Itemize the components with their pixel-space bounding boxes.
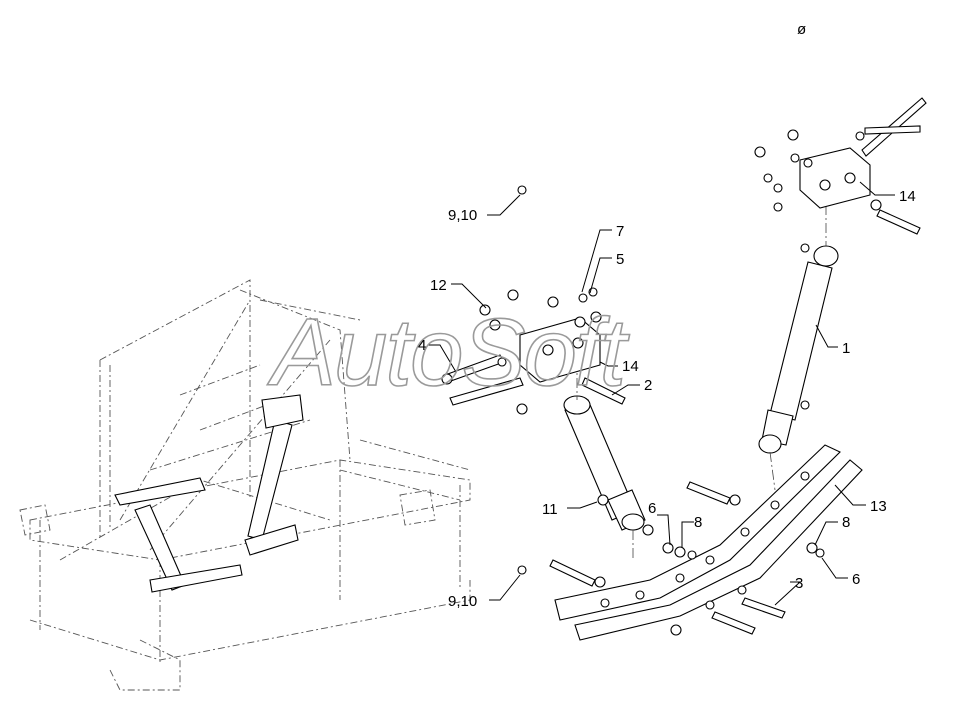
callout-5: 5 bbox=[616, 251, 624, 268]
callout-7: 7 bbox=[616, 223, 624, 240]
callout-12: 12 bbox=[430, 277, 447, 294]
frame-shock-right bbox=[244, 394, 304, 556]
callout-labels: ø 9,10 7 5 12 4 14 2 14 1 13 11 6 8 8 6 … bbox=[418, 21, 916, 610]
callout-6-right: 6 bbox=[852, 571, 860, 588]
callout-14-left: 14 bbox=[622, 358, 639, 375]
left-upper-bracket bbox=[441, 287, 626, 415]
lower-swing-arm bbox=[554, 444, 863, 641]
left-shock-absorber bbox=[563, 360, 646, 560]
callout-2: 2 bbox=[644, 377, 652, 394]
watermark: AutoSoft bbox=[267, 299, 630, 406]
callout-6-left: 6 bbox=[648, 500, 656, 517]
lower-hardware bbox=[517, 185, 825, 636]
frame-shock-left bbox=[114, 477, 243, 593]
right-upper-bracket bbox=[754, 97, 927, 235]
callout-13: 13 bbox=[870, 498, 887, 515]
callout-9-10-bottom: 9,10 bbox=[448, 593, 477, 610]
right-shock-absorber bbox=[758, 205, 839, 491]
callout-symbol: ø bbox=[797, 21, 806, 38]
callout-8-left: 8 bbox=[694, 514, 702, 531]
callout-8-right: 8 bbox=[842, 514, 850, 531]
callout-3: 3 bbox=[795, 575, 803, 592]
callout-14-right: 14 bbox=[899, 188, 916, 205]
callout-1: 1 bbox=[842, 340, 850, 357]
callout-11: 11 bbox=[542, 501, 558, 518]
callout-4: 4 bbox=[418, 337, 426, 354]
leader-lines bbox=[428, 181, 895, 606]
callout-9-10-top: 9,10 bbox=[448, 207, 477, 224]
